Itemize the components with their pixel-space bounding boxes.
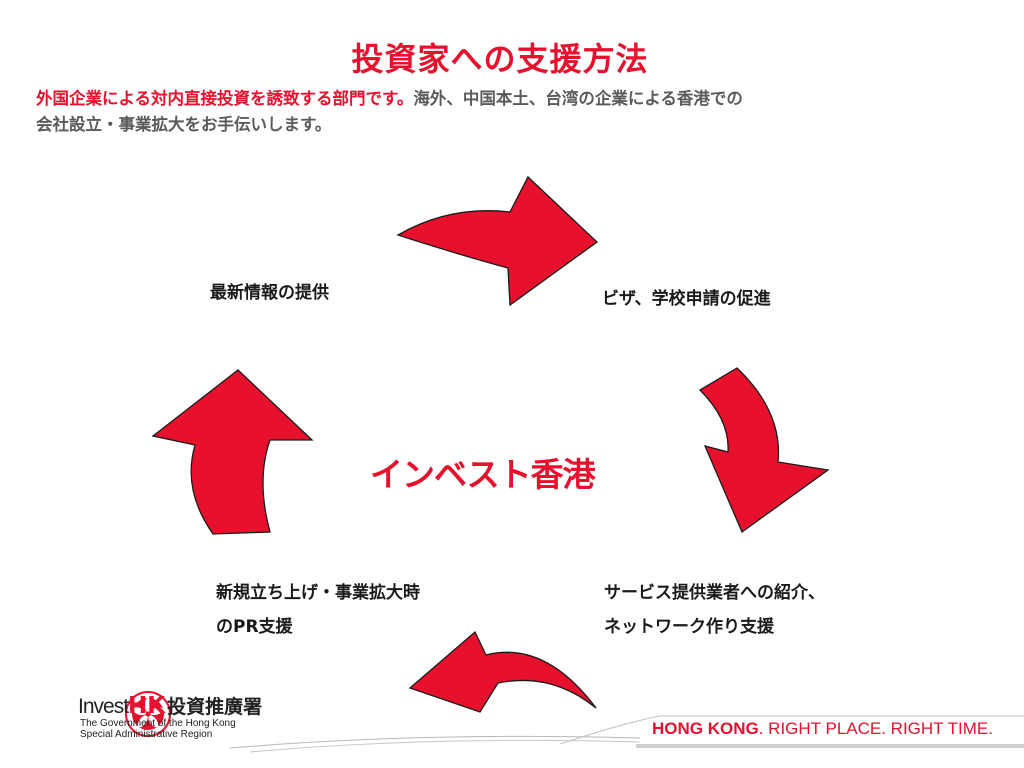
cycle-arrow-left: [151, 369, 314, 535]
government-caption: The Government of the Hong Kong Special …: [80, 718, 236, 740]
service-label-referral: サービス提供業者への紹介、 ネットワーク作り支援: [604, 583, 825, 637]
hksar-emblem-icon: [125, 691, 171, 737]
service-label-visa: ビザ、学校申請の促進: [602, 289, 771, 309]
cycle-arrow-bottom: [408, 630, 597, 713]
center-label: インベスト香港: [370, 455, 596, 494]
subtitle-line2: 会社設立・事業拡大をお手伝いします。: [36, 115, 332, 134]
page-title: 投資家への支援方法: [351, 40, 649, 78]
subtitle-highlight: 外国企業による対内直接投資を誘致する部門です。: [36, 89, 414, 108]
subtitle-line1-rest: 海外、中国本土、台湾の企業による香港での: [413, 89, 743, 108]
cycle-arrow-top: [396, 175, 599, 307]
brand-tagline: HONG KONG. RIGHT PLACE. RIGHT TIME.: [652, 719, 993, 738]
footer-sweep: [229, 715, 1024, 753]
service-label-info: 最新情報の提供: [210, 283, 329, 303]
service-label-pr: 新規立ち上げ・事業拡大時 のPR支援: [216, 583, 420, 637]
subtitle-text: 外国企業による対内直接投資を誘致する部門です。海外、中国本土、台湾の企業による香…: [36, 86, 986, 138]
cycle-arrow-right: [698, 367, 830, 534]
